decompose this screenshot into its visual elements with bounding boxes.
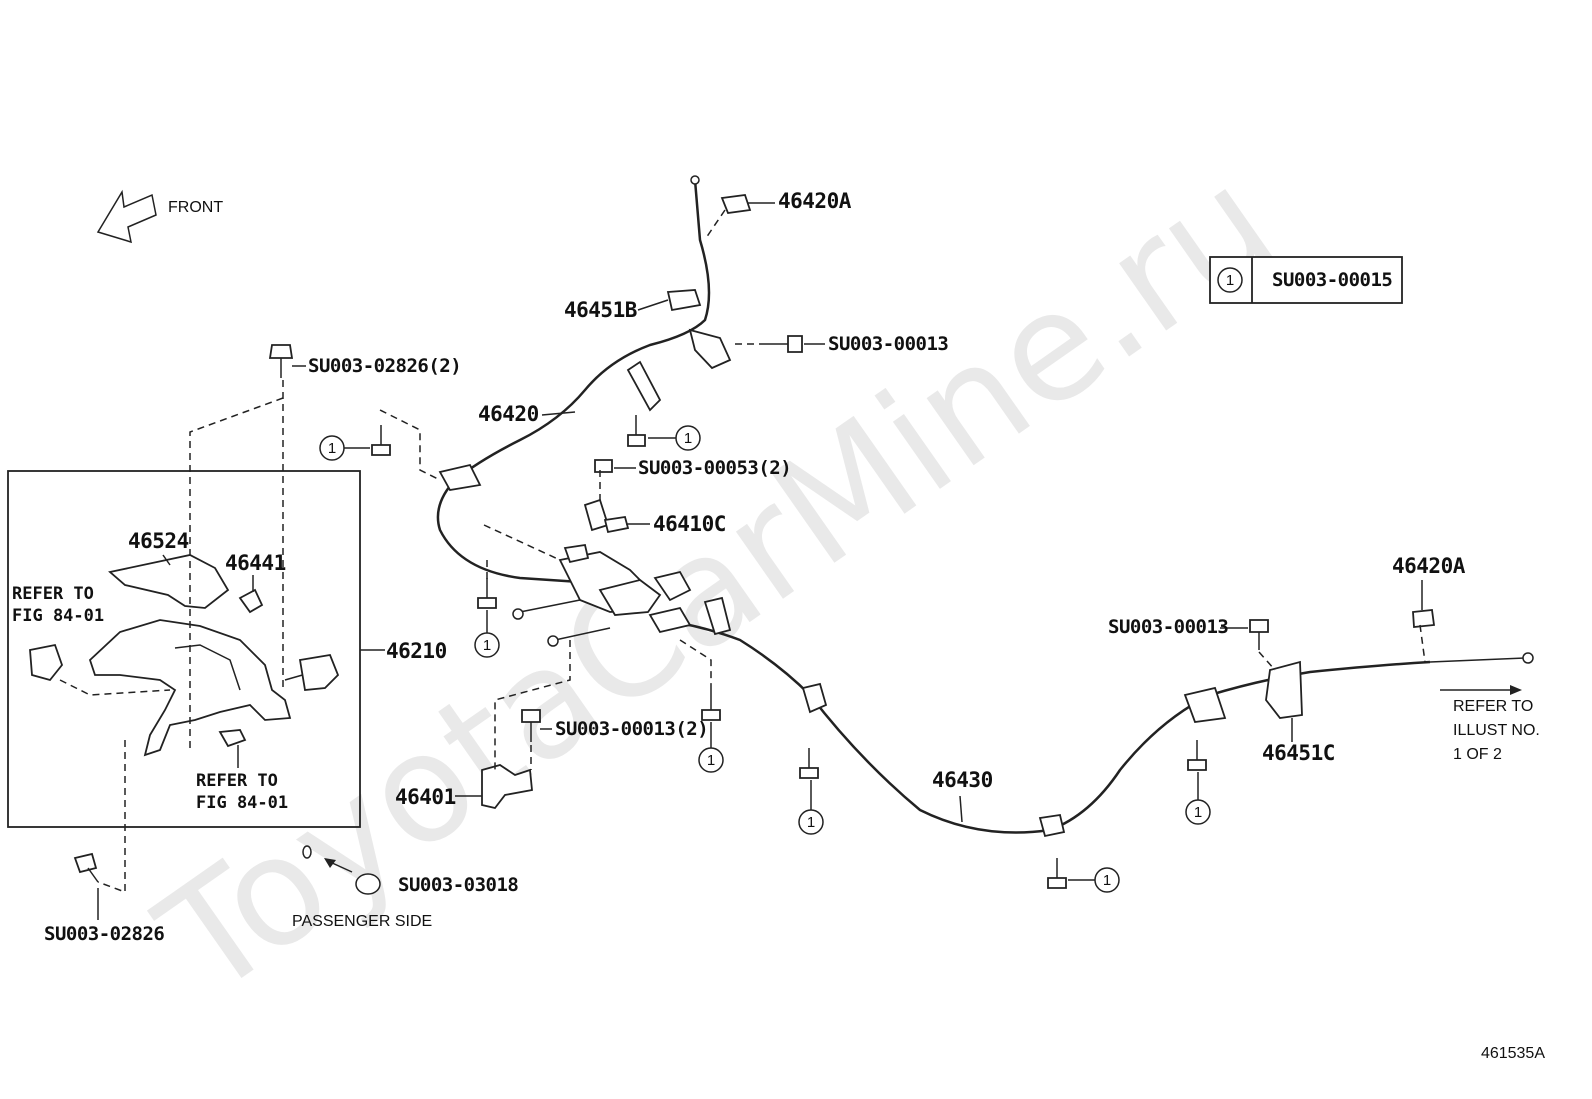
cable-46430 <box>648 596 1534 838</box>
cable-junction <box>512 498 692 647</box>
label-46430: 46430 <box>932 768 993 792</box>
label-46524: 46524 <box>128 529 189 553</box>
label-46451B: 46451B <box>564 298 637 322</box>
refer-fig-b-line2: FIG 84-01 <box>196 793 288 813</box>
refer-illust-line1: REFER TO <box>1453 698 1533 715</box>
label-46441: 46441 <box>225 551 286 575</box>
svg-text:1: 1 <box>707 752 715 769</box>
watermark: ToyotaCarMine.ru <box>130 135 1304 1030</box>
label-46420A-right: 46420A <box>1392 554 1466 578</box>
dashed-leaders <box>59 209 1426 894</box>
svg-text:1: 1 <box>1194 804 1202 821</box>
legend-symbol: 1 <box>1226 272 1234 289</box>
legend-box: 1 SU003-00015 <box>1209 256 1403 304</box>
diagram-id: 461535A <box>1481 1045 1545 1062</box>
label-su003-00013-2: SU003-00013(2) <box>555 718 708 740</box>
bracket-46401 <box>481 764 533 810</box>
refer-illust-line3: 1 OF 2 <box>1453 746 1502 763</box>
svg-text:1: 1 <box>807 814 815 831</box>
cable-46420 <box>436 175 752 584</box>
svg-text:1: 1 <box>328 440 336 457</box>
bolt-icons <box>73 335 1269 895</box>
label-su003-00013-top: SU003-00013 <box>828 333 948 355</box>
label-su003-02826: SU003-02826 <box>44 923 164 945</box>
svg-text:1: 1 <box>483 637 491 654</box>
refer-fig-a-line1: REFER TO <box>12 584 94 604</box>
label-su003-03018: SU003-03018 <box>398 874 518 896</box>
label-46401: 46401 <box>395 785 456 809</box>
label-su003-00013-right: SU003-00013 <box>1108 616 1228 638</box>
label-46451C: 46451C <box>1262 741 1335 765</box>
svg-text:1: 1 <box>684 430 692 447</box>
lever-assembly-box <box>7 470 361 828</box>
label-46420: 46420 <box>478 402 539 426</box>
label-su003-00053-2: SU003-00053(2) <box>638 457 791 479</box>
legend-part: SU003-00015 <box>1272 269 1392 291</box>
label-46420A-top: 46420A <box>778 189 852 213</box>
front-arrow-icon <box>96 189 157 244</box>
label-leaders <box>97 202 1423 920</box>
label-46210: 46210 <box>386 639 447 663</box>
refer-fig-b-line1: REFER TO <box>196 771 278 791</box>
label-46410C: 46410C <box>653 512 726 536</box>
svg-text:1: 1 <box>1103 872 1111 889</box>
label-su003-02826-2: SU003-02826(2) <box>308 355 461 377</box>
front-label: FRONT <box>168 199 223 216</box>
refer-illust-line2: ILLUST NO. <box>1453 722 1540 739</box>
callout-circles: 1 1 1 1 1 1 1 <box>319 425 1211 893</box>
refer-fig-a-line2: FIG 84-01 <box>12 606 104 626</box>
label-passenger-side: PASSENGER SIDE <box>292 913 432 930</box>
